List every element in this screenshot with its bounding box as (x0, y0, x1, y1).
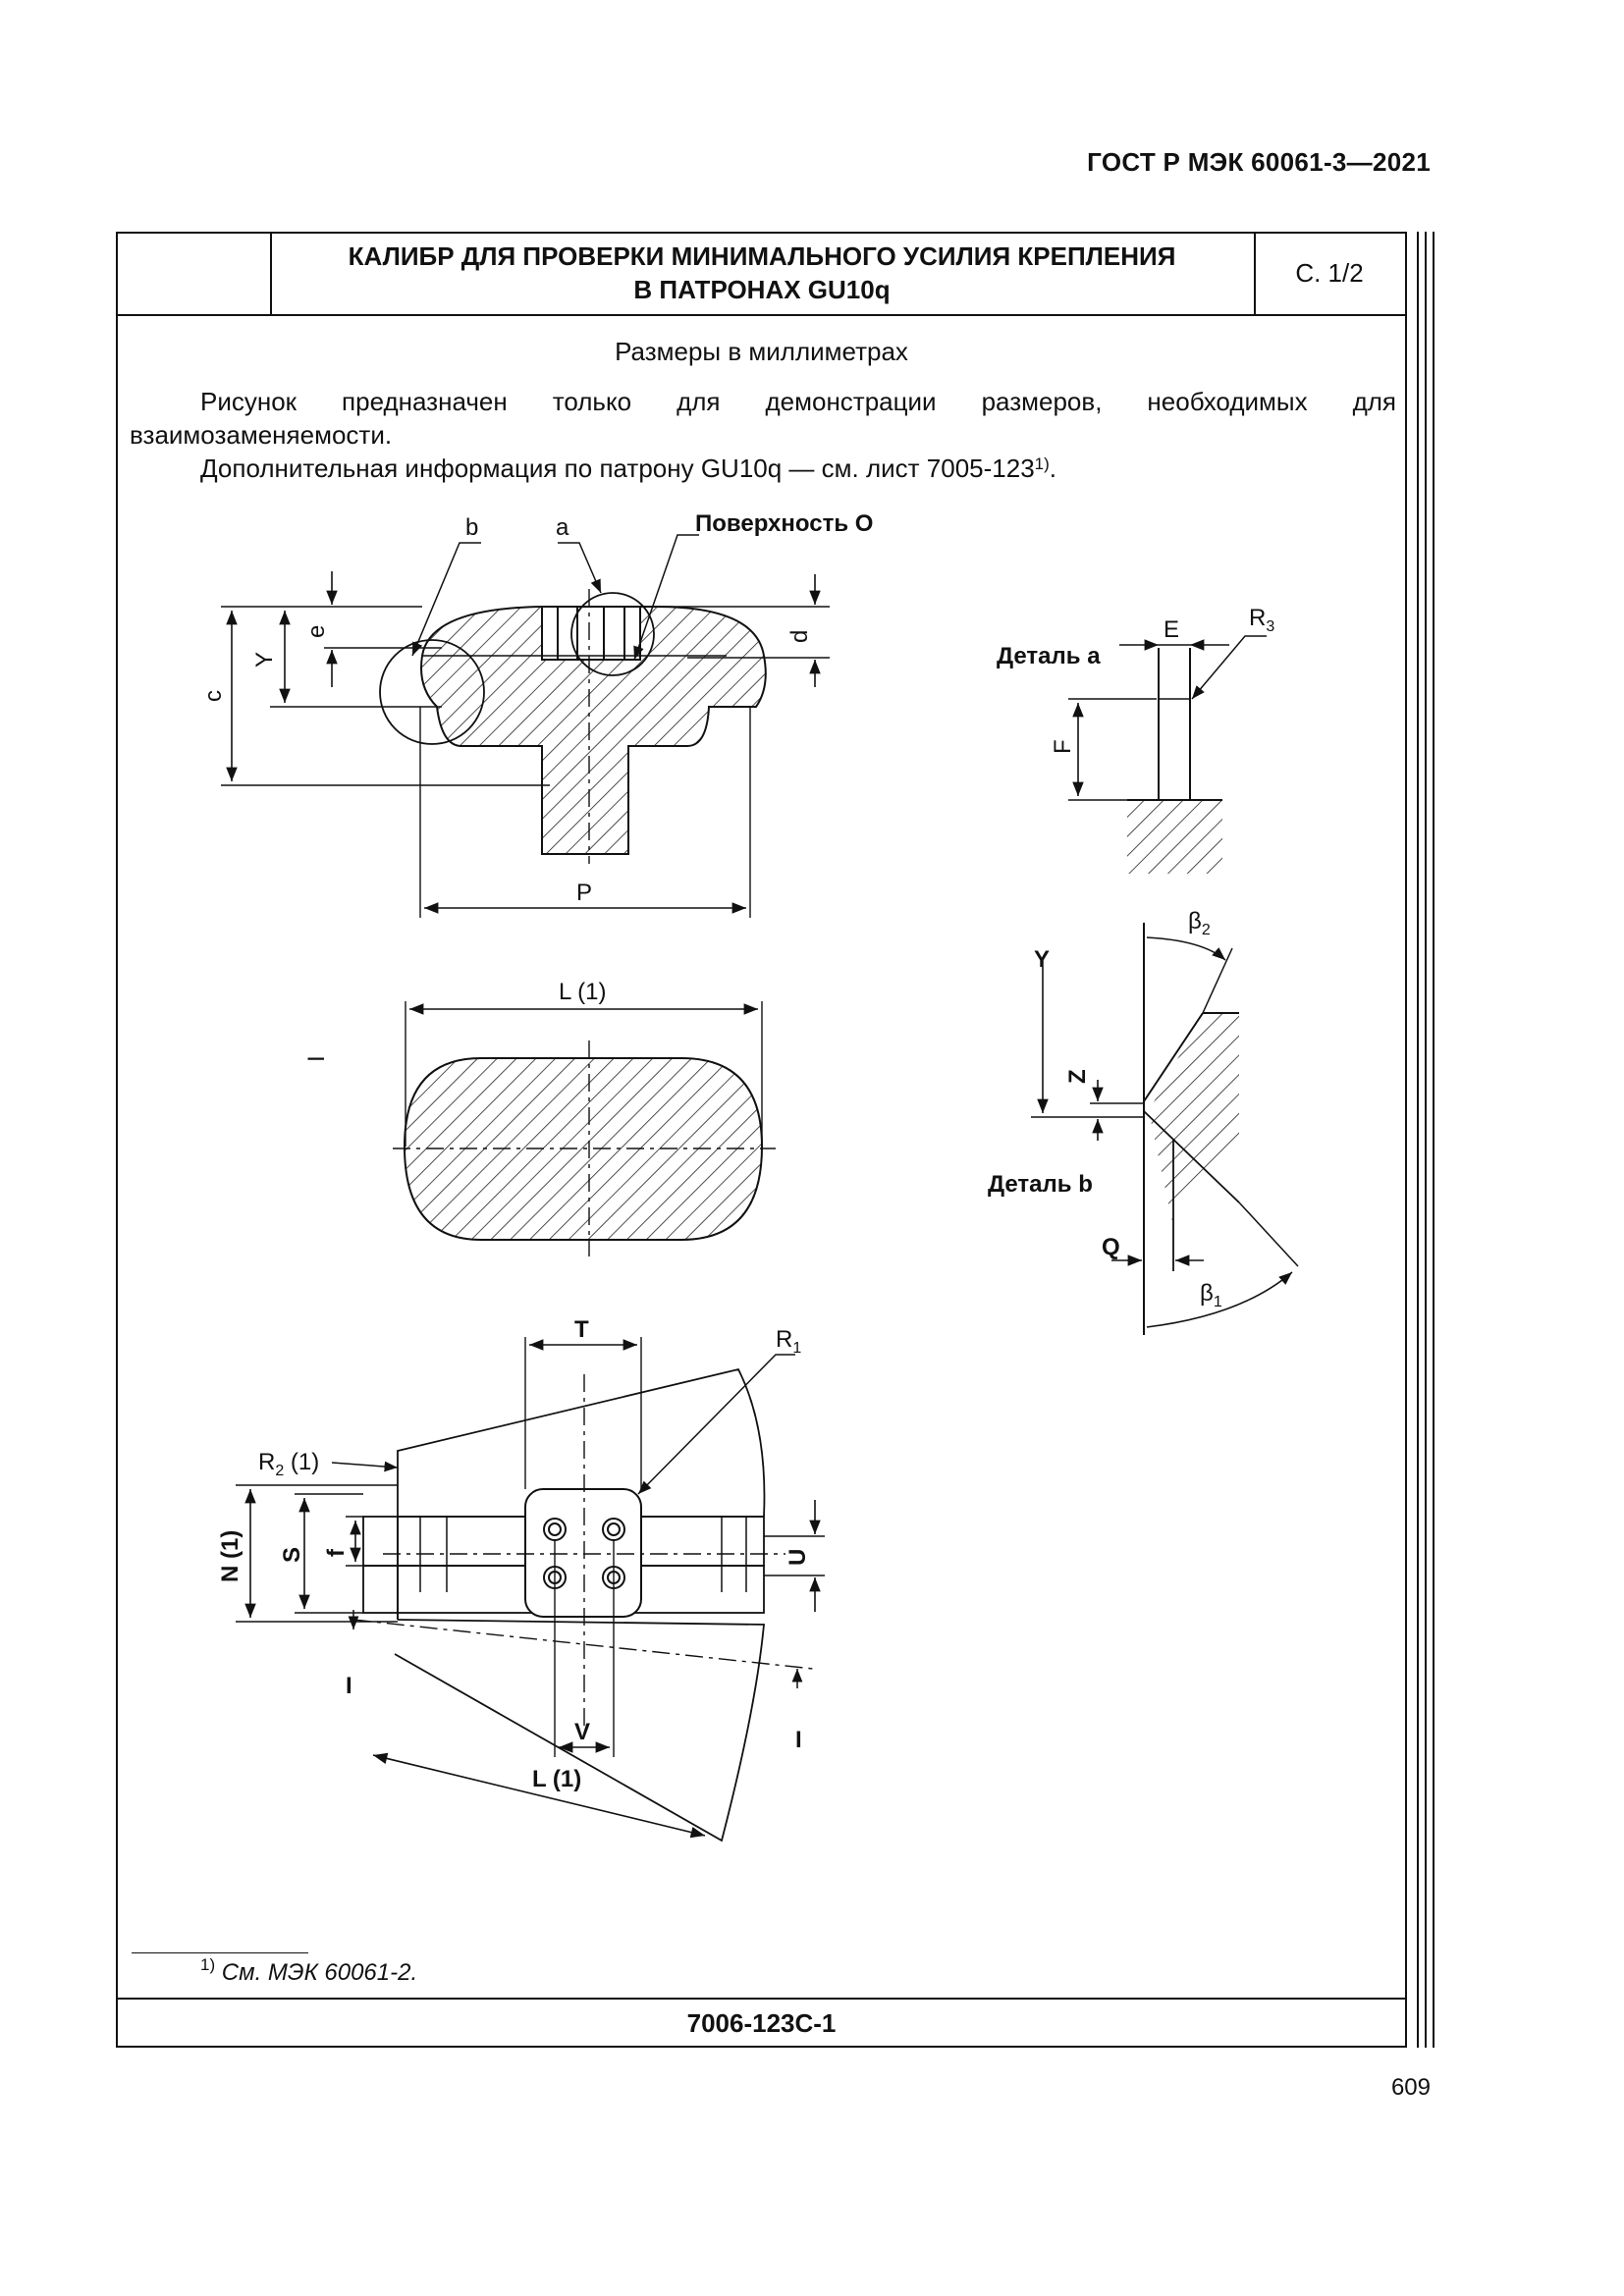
label-e: e (303, 625, 330, 638)
label-f-dim: F (1050, 739, 1076, 754)
detail-a-circle (570, 592, 655, 676)
label-q: Q (1102, 1234, 1120, 1260)
label-surface-o: Поверхность О (695, 510, 873, 537)
sheet-code: 7006-123С-1 (116, 1998, 1407, 2048)
label-beta1: β1 (1200, 1280, 1222, 1310)
gauge-center-block (524, 1488, 642, 1618)
label-a: a (556, 514, 569, 541)
plan-view (393, 1001, 776, 1256)
label-p: P (576, 880, 592, 906)
units-note: Размеры в миллиметрах (615, 337, 908, 366)
sheet-title-line1: КАЛИБР ДЛЯ ПРОВЕРКИ МИНИМАЛЬНОГО УСИЛИЯ … (348, 241, 1176, 271)
label-s: S (279, 1547, 305, 1563)
title-block-empty-cell (116, 232, 272, 314)
label-i-left: I (346, 1673, 352, 1699)
paragraph-reference: Дополнительная информация по патрону GU1… (130, 452, 1396, 485)
label-detail-b: Деталь b (988, 1171, 1093, 1198)
page-number: 609 (1390, 2074, 1431, 2101)
section-view-labels: b a Поверхность О c Y e d P (200, 510, 873, 906)
detail-b-labels: Y β2 Z Деталь b Q β1 (988, 908, 1222, 1310)
frame-border-line (1417, 232, 1419, 2048)
frame-border-line (1433, 232, 1435, 2048)
label-f-small: f (323, 1548, 350, 1557)
paragraph-reference-text: Дополнительная информация по патрону GU1… (200, 454, 1035, 483)
label-y: Y (251, 652, 278, 667)
label-r3: R3 (1249, 605, 1274, 635)
standard-number: ГОСТ Р МЭК 60061-3—2021 (1087, 147, 1431, 177)
label-b: b (465, 514, 478, 541)
label-d: d (786, 630, 813, 643)
label-y2: Y (1034, 946, 1050, 973)
detail-b-circle (379, 639, 485, 745)
label-r2: R2 (1) (258, 1449, 319, 1479)
label-l1: L (1) (559, 979, 606, 1005)
frame-border-line (1425, 232, 1427, 2048)
gauge-view (236, 1337, 825, 1842)
label-beta2: β2 (1188, 908, 1211, 938)
paragraph-reference-end: . (1049, 454, 1057, 483)
label-detail-a: Деталь а (997, 643, 1101, 669)
page-frame (116, 232, 1407, 2048)
footnote-ref: 1) (1034, 454, 1050, 473)
gauge-lower-arc (394, 1619, 765, 1842)
sheet-title: КАЛИБР ДЛЯ ПРОВЕРКИ МИНИМАЛЬНОГО УСИЛИЯ … (270, 232, 1256, 314)
label-v: V (574, 1719, 590, 1745)
label-z: Z (1064, 1069, 1091, 1084)
plan-view-labels: L (1) I (303, 979, 606, 1062)
label-l1-bottom: L (1) (532, 1766, 581, 1792)
footnote-separator (132, 1952, 308, 1953)
label-n1: N (1) (217, 1530, 244, 1582)
section-view (221, 534, 830, 918)
label-c: c (200, 690, 227, 702)
label-e-dim: E (1164, 616, 1179, 643)
label-u: U (785, 1549, 811, 1566)
footnote-mark: 1) (200, 1955, 216, 1974)
gauge-view-labels: T R1 R2 (1) N (1) S f U I I V L (1) (217, 1316, 811, 1792)
sheet-title-line2: В ПАТРОНАХ GU10q (633, 275, 891, 304)
title-block: КАЛИБР ДЛЯ ПРОВЕРКИ МИНИМАЛЬНОГО УСИЛИЯ … (116, 232, 1407, 316)
footnote-text: См. МЭК 60061-2. (221, 1959, 418, 1986)
detail-b-view (1031, 923, 1299, 1335)
paragraph-purpose: Рисунок предназначен только для демонстр… (130, 387, 1396, 450)
label-i-right: I (795, 1727, 802, 1753)
label-t: T (574, 1316, 589, 1343)
label-r1: R1 (776, 1326, 801, 1357)
section-outer-contour (420, 606, 767, 855)
detail-a-labels: Деталь а E R3 F (997, 605, 1274, 754)
detail-a-view (1068, 635, 1267, 874)
label-i-mark: I (303, 1055, 330, 1062)
sheet-indicator: С. 1/2 (1295, 257, 1364, 288)
footnote: 1) См. МЭК 60061-2. (200, 1955, 418, 1987)
